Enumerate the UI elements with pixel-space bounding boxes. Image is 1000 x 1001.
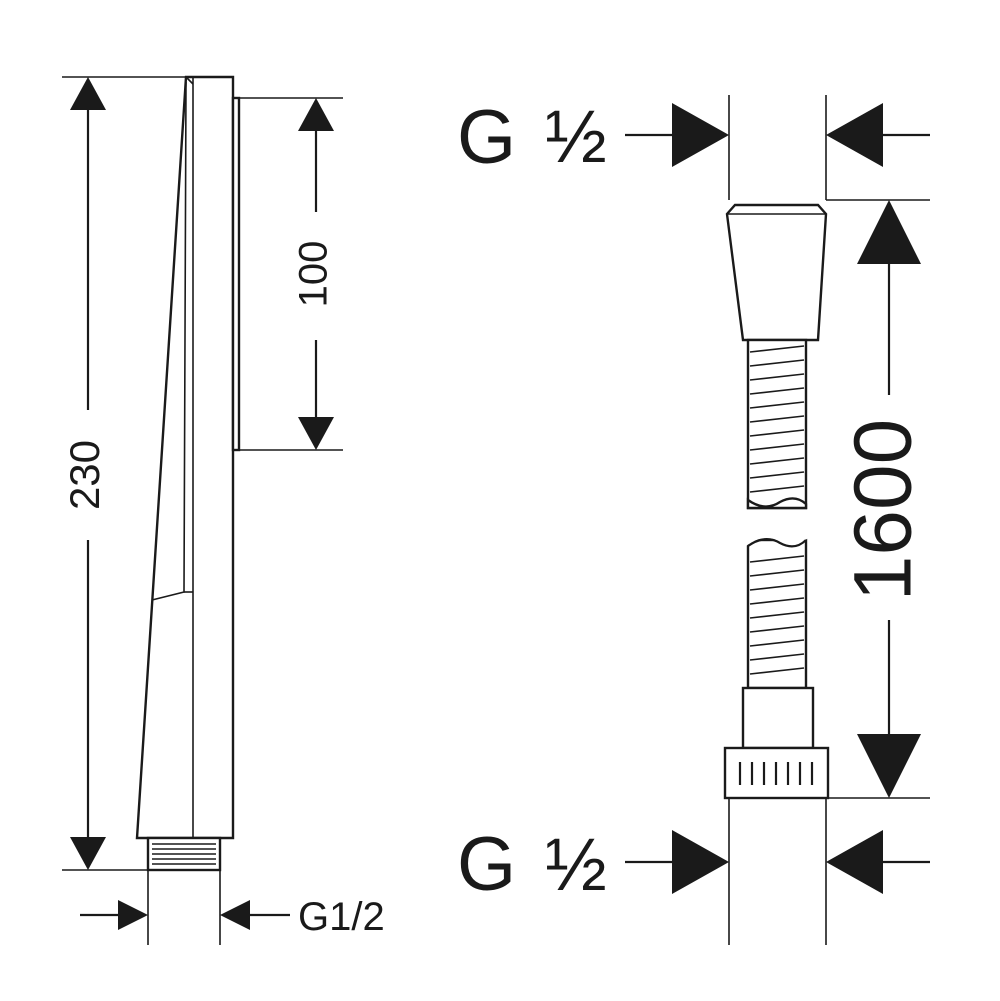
arrow-top-right xyxy=(826,103,883,167)
arrow-g12-left xyxy=(118,900,148,930)
dimension-230: 230 xyxy=(61,76,186,871)
arrow-top-left xyxy=(672,103,729,167)
dimension-g12-hand: G1/2 xyxy=(80,870,385,945)
arrow-bottom-right xyxy=(826,830,883,894)
dimension-g12-bottom: G ½ xyxy=(457,798,930,945)
hose-upper-section xyxy=(746,338,808,510)
g12-thread-label: G1/2 xyxy=(298,895,385,939)
arrow-100-bottom xyxy=(298,417,334,450)
dimension-100: 100 xyxy=(239,97,343,451)
hose-bottom-sleeve xyxy=(741,686,815,750)
hose-top-nut xyxy=(725,203,828,342)
dimension-100-label: 100 xyxy=(292,241,336,308)
bottom-g-letter: G xyxy=(457,822,516,907)
top-g-fraction: ½ xyxy=(545,95,607,178)
dimension-230-label: 230 xyxy=(61,440,108,510)
knurl-lines xyxy=(738,762,814,785)
hose-drawing xyxy=(723,203,830,800)
arrow-1600-bottom xyxy=(857,734,921,798)
top-g-letter: G xyxy=(457,95,516,180)
bottom-g-fraction: ½ xyxy=(545,823,607,906)
spray-face xyxy=(231,96,241,452)
arrow-bottom-left xyxy=(672,830,729,894)
hand-shower-drawing xyxy=(135,75,241,872)
thread-lines xyxy=(152,843,216,865)
arrow-230-top xyxy=(70,77,106,110)
dimension-1600: 1600 xyxy=(826,199,930,799)
dimension-g12-top: G ½ xyxy=(457,95,930,200)
hose-lower-section xyxy=(746,535,808,690)
arrow-g12-right xyxy=(220,900,250,930)
dimension-1600-label: 1600 xyxy=(838,419,929,601)
arrow-230-bottom xyxy=(70,837,106,870)
arrow-100-top xyxy=(298,98,334,131)
arrow-1600-top xyxy=(857,200,921,264)
